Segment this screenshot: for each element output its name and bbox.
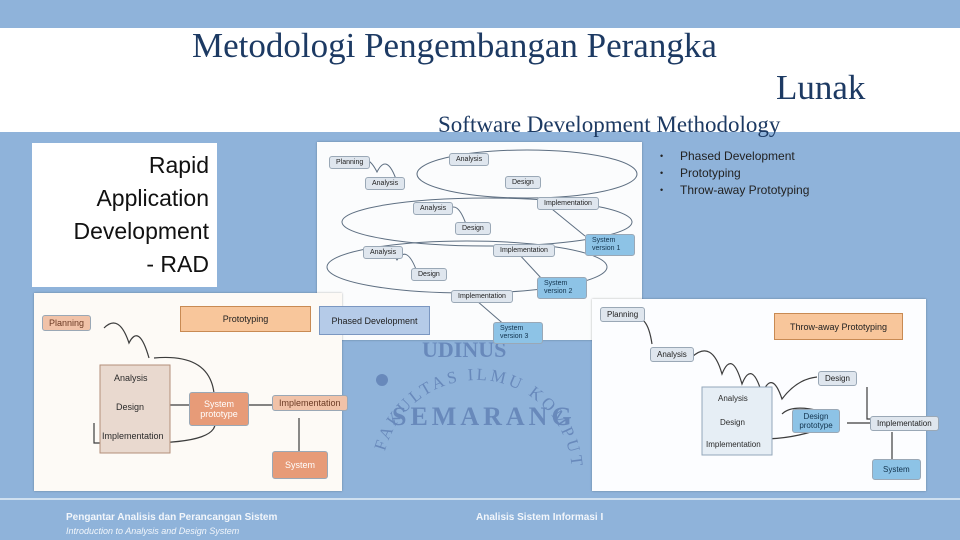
phased-analysis-box-1: Analysis [449, 153, 490, 166]
proto-system-prototype-box: System prototype [189, 392, 249, 426]
rad-line: Development [73, 218, 209, 244]
phased-design-box-1: Design [505, 176, 541, 189]
throwaway-connector-lines [631, 318, 893, 464]
phased-analysis-box-3: Analysis [413, 202, 454, 215]
callout-throwaway-prototyping: Throw-away Prototyping [774, 313, 903, 340]
proto-planning-box: Planning [42, 315, 92, 331]
page-title-line2: Lunak [776, 68, 866, 107]
rad-line: Rapid [148, 152, 209, 178]
footer-course-title: Pengantar Analisis dan Perancangan Siste… [66, 512, 278, 523]
throw-analysis-box: Analysis [650, 347, 694, 362]
proto-design-label: Design [116, 402, 145, 412]
footer-course-name: Analisis Sistem Informasi I [476, 512, 604, 523]
proto-system-box: System [272, 451, 329, 479]
bullet-item: Throw-away Prototyping [660, 182, 809, 199]
rad-label-text: Rapid Application Development - RAD [73, 149, 209, 281]
watermark-name: UDINUS [422, 337, 506, 362]
footer-divider [0, 498, 960, 500]
phased-design-box-2: Design [455, 222, 491, 235]
watermark-arc-bottom: SEMARANG [392, 402, 576, 431]
throw-design-label: Design [720, 418, 745, 427]
phased-planning-box: Planning [329, 156, 371, 169]
phased-system-v3: System version 3 [493, 322, 543, 344]
proto-implementation-box: Implementation [272, 395, 348, 411]
throw-system-box: System [872, 459, 921, 480]
proto-implementation-label: Implementation [102, 431, 164, 441]
phased-implementation-box-1: Implementation [537, 197, 599, 210]
callout-prototyping: Prototyping [180, 306, 311, 332]
page-subtitle: Software Development Methodology [438, 112, 781, 137]
page-title-line1: Metodologi Pengembangan Perangka [192, 26, 717, 65]
proto-analysis-label: Analysis [114, 373, 148, 383]
watermark-dot-icon [376, 374, 388, 386]
throw-design-prototype-box: Design prototype [792, 409, 840, 433]
methodology-bullet-list: Phased Development Prototyping Throw-awa… [660, 148, 809, 199]
throw-implementation-box: Implementation [870, 416, 939, 431]
throw-design-box: Design [818, 371, 857, 386]
phased-implementation-box-3: Implementation [451, 290, 513, 303]
callout-phased-development: Phased Development [319, 306, 430, 335]
phased-system-v2: System version 2 [537, 277, 587, 299]
phased-design-box-3: Design [411, 268, 447, 281]
throw-implementation-label: Implementation [706, 440, 761, 449]
rad-line: Application [96, 185, 209, 211]
rad-line: - RAD [146, 251, 209, 277]
throw-planning-box: Planning [600, 307, 646, 322]
throwaway-prototyping-diagram: Planning Analysis Design Analysis Design… [592, 299, 939, 491]
bullet-item: Prototyping [660, 165, 809, 182]
rad-label-box: Rapid Application Development - RAD [32, 143, 217, 287]
university-watermark: FAKULTAS ILMU KOMPUTER UDINUS SEMARANG [345, 310, 597, 495]
throw-analysis-label: Analysis [718, 394, 748, 403]
phased-system-v1: System version 1 [585, 234, 635, 256]
bullet-item: Phased Development [660, 148, 809, 165]
phased-analysis-box-2: Analysis [365, 177, 406, 190]
phased-implementation-box-2: Implementation [493, 244, 555, 257]
phased-analysis-box-4: Analysis [363, 246, 404, 259]
footer-course-subtitle: Introduction to Analysis and Design Syst… [66, 526, 240, 536]
header-band [0, 28, 960, 132]
